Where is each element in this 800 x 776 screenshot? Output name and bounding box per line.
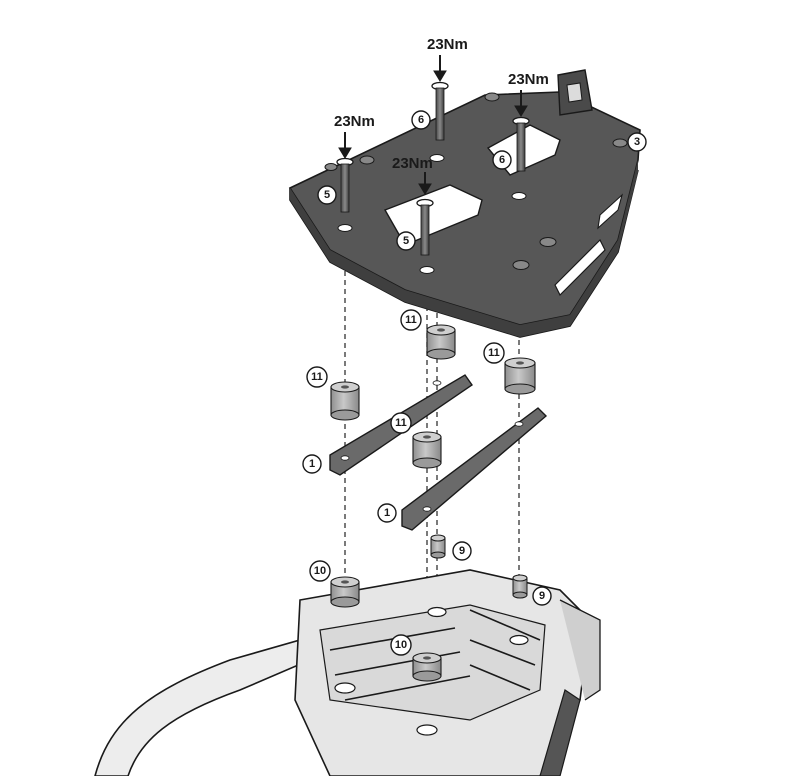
callout-bushing-right: 9 bbox=[532, 586, 552, 606]
spacer-top-left bbox=[330, 381, 360, 421]
torque-label-rear-right: 23Nm bbox=[508, 71, 549, 88]
screw-rear-center bbox=[431, 81, 449, 141]
svg-text:11: 11 bbox=[395, 417, 407, 429]
spacer-mid bbox=[412, 431, 442, 469]
spacer-top-right bbox=[504, 357, 536, 395]
svg-text:6: 6 bbox=[499, 154, 505, 166]
callout-screw-a: 5 bbox=[317, 185, 337, 205]
svg-text:9: 9 bbox=[539, 590, 545, 602]
callout-screw-c: 5 bbox=[396, 231, 416, 251]
spacer-low-center bbox=[412, 652, 442, 682]
svg-text:5: 5 bbox=[403, 235, 409, 247]
callout-spacer-top-left: 11 bbox=[306, 366, 328, 388]
callout-spacer-mid: 11 bbox=[390, 412, 412, 434]
callouts: 5 6 5 6 3 11 11 11 bbox=[302, 110, 647, 656]
callout-screw-b: 6 bbox=[411, 110, 431, 130]
svg-text:3: 3 bbox=[634, 136, 640, 148]
svg-text:6: 6 bbox=[418, 114, 424, 126]
callout-bushing-center: 9 bbox=[452, 541, 472, 561]
callout-screw-d: 6 bbox=[492, 150, 512, 170]
bracket-right bbox=[401, 407, 548, 531]
bushing-right bbox=[512, 574, 528, 599]
callout-spacer-low-left: 10 bbox=[309, 560, 331, 582]
svg-text:11: 11 bbox=[311, 371, 323, 383]
callout-bracket-right: 1 bbox=[377, 503, 397, 523]
svg-text:10: 10 bbox=[314, 565, 326, 577]
svg-text:5: 5 bbox=[324, 189, 330, 201]
svg-text:11: 11 bbox=[488, 347, 500, 359]
mounting-plate bbox=[288, 69, 641, 338]
screw-front-center bbox=[416, 198, 434, 256]
svg-text:10: 10 bbox=[395, 639, 407, 651]
callout-spacer-low-center: 10 bbox=[390, 634, 412, 656]
torque-label-front-center: 23Nm bbox=[392, 155, 433, 172]
torque-label-rear-center: 23Nm bbox=[427, 36, 468, 53]
svg-text:1: 1 bbox=[309, 458, 315, 470]
screw-rear-right bbox=[512, 116, 530, 172]
callout-bracket-left: 1 bbox=[302, 454, 322, 474]
spacer-top-center bbox=[426, 324, 456, 360]
bushing-center bbox=[430, 534, 446, 559]
callout-plate-part: 3 bbox=[627, 132, 647, 152]
motorcycle-rear-rack bbox=[94, 569, 601, 776]
svg-text:11: 11 bbox=[405, 314, 417, 326]
torque-arrows bbox=[338, 55, 528, 195]
svg-text:9: 9 bbox=[459, 545, 465, 557]
svg-text:1: 1 bbox=[384, 507, 390, 519]
screw-front-left bbox=[336, 157, 354, 213]
spacer-low-left bbox=[330, 576, 360, 608]
callout-spacer-top-right: 11 bbox=[483, 342, 505, 364]
callout-spacer-top-center: 11 bbox=[400, 309, 422, 331]
torque-labels: 23Nm 23Nm 23Nm 23Nm bbox=[334, 36, 549, 172]
torque-label-front-left: 23Nm bbox=[334, 113, 375, 130]
